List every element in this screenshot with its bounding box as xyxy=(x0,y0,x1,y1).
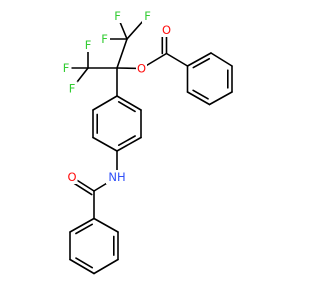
atom-label-text: NH xyxy=(108,170,125,184)
atom-label-text: F xyxy=(144,9,151,23)
bond-13 xyxy=(210,52,233,67)
bond-19-second-line xyxy=(117,101,136,113)
atom-label-background xyxy=(161,23,172,37)
bond-31-second-line xyxy=(75,257,94,269)
atom-n-24: NH xyxy=(106,170,128,184)
bond-32 xyxy=(93,258,119,275)
atom-o-26: O xyxy=(66,170,78,184)
bond-15 xyxy=(208,91,233,106)
bond-31 xyxy=(69,258,95,275)
atom-label-background xyxy=(136,61,147,76)
bond-16-second-line xyxy=(192,89,209,100)
bond-29 xyxy=(69,217,95,233)
bond-11 xyxy=(165,52,189,67)
atom-f-0: F xyxy=(142,9,153,23)
atom-f-3: F xyxy=(99,32,110,46)
bond-3 xyxy=(116,38,128,69)
atom-label-background xyxy=(99,32,110,46)
bond-16 xyxy=(186,91,211,106)
atom-f-7: F xyxy=(82,38,94,52)
atom-label-text: O xyxy=(67,170,76,184)
atom-label-background xyxy=(106,170,128,184)
atom-label-text: F xyxy=(63,61,70,75)
bond-19 xyxy=(116,95,142,111)
bond-12 xyxy=(186,52,212,67)
bond-12-second-line xyxy=(192,57,211,69)
bond-21-second-line xyxy=(117,135,136,146)
atom-label-background xyxy=(66,170,78,184)
bond-22 xyxy=(92,136,118,152)
atom-label-background xyxy=(142,9,153,23)
atom-label-background xyxy=(112,9,123,23)
atom-label-background xyxy=(82,38,94,52)
atom-o-11: O xyxy=(161,23,172,37)
atom-label-text: F xyxy=(114,9,121,23)
atom-label-text: F xyxy=(101,32,108,46)
atom-label-text: O xyxy=(137,62,146,76)
bond-29-second-line xyxy=(75,223,94,235)
atom-label-background xyxy=(60,61,72,75)
bond-24 xyxy=(92,95,118,111)
atom-o-9: O xyxy=(136,61,147,76)
atom-f-6: F xyxy=(60,61,72,75)
atom-f-8: F xyxy=(66,81,78,96)
atom-label-text: F xyxy=(85,38,92,52)
bond-21 xyxy=(116,136,142,152)
atom-label-background xyxy=(66,81,78,96)
bond-layer xyxy=(65,15,233,275)
atom-f-1: F xyxy=(112,9,123,23)
atom-label-text: O xyxy=(162,23,171,37)
atom-label-text: F xyxy=(69,82,76,96)
bond-34 xyxy=(93,217,119,233)
